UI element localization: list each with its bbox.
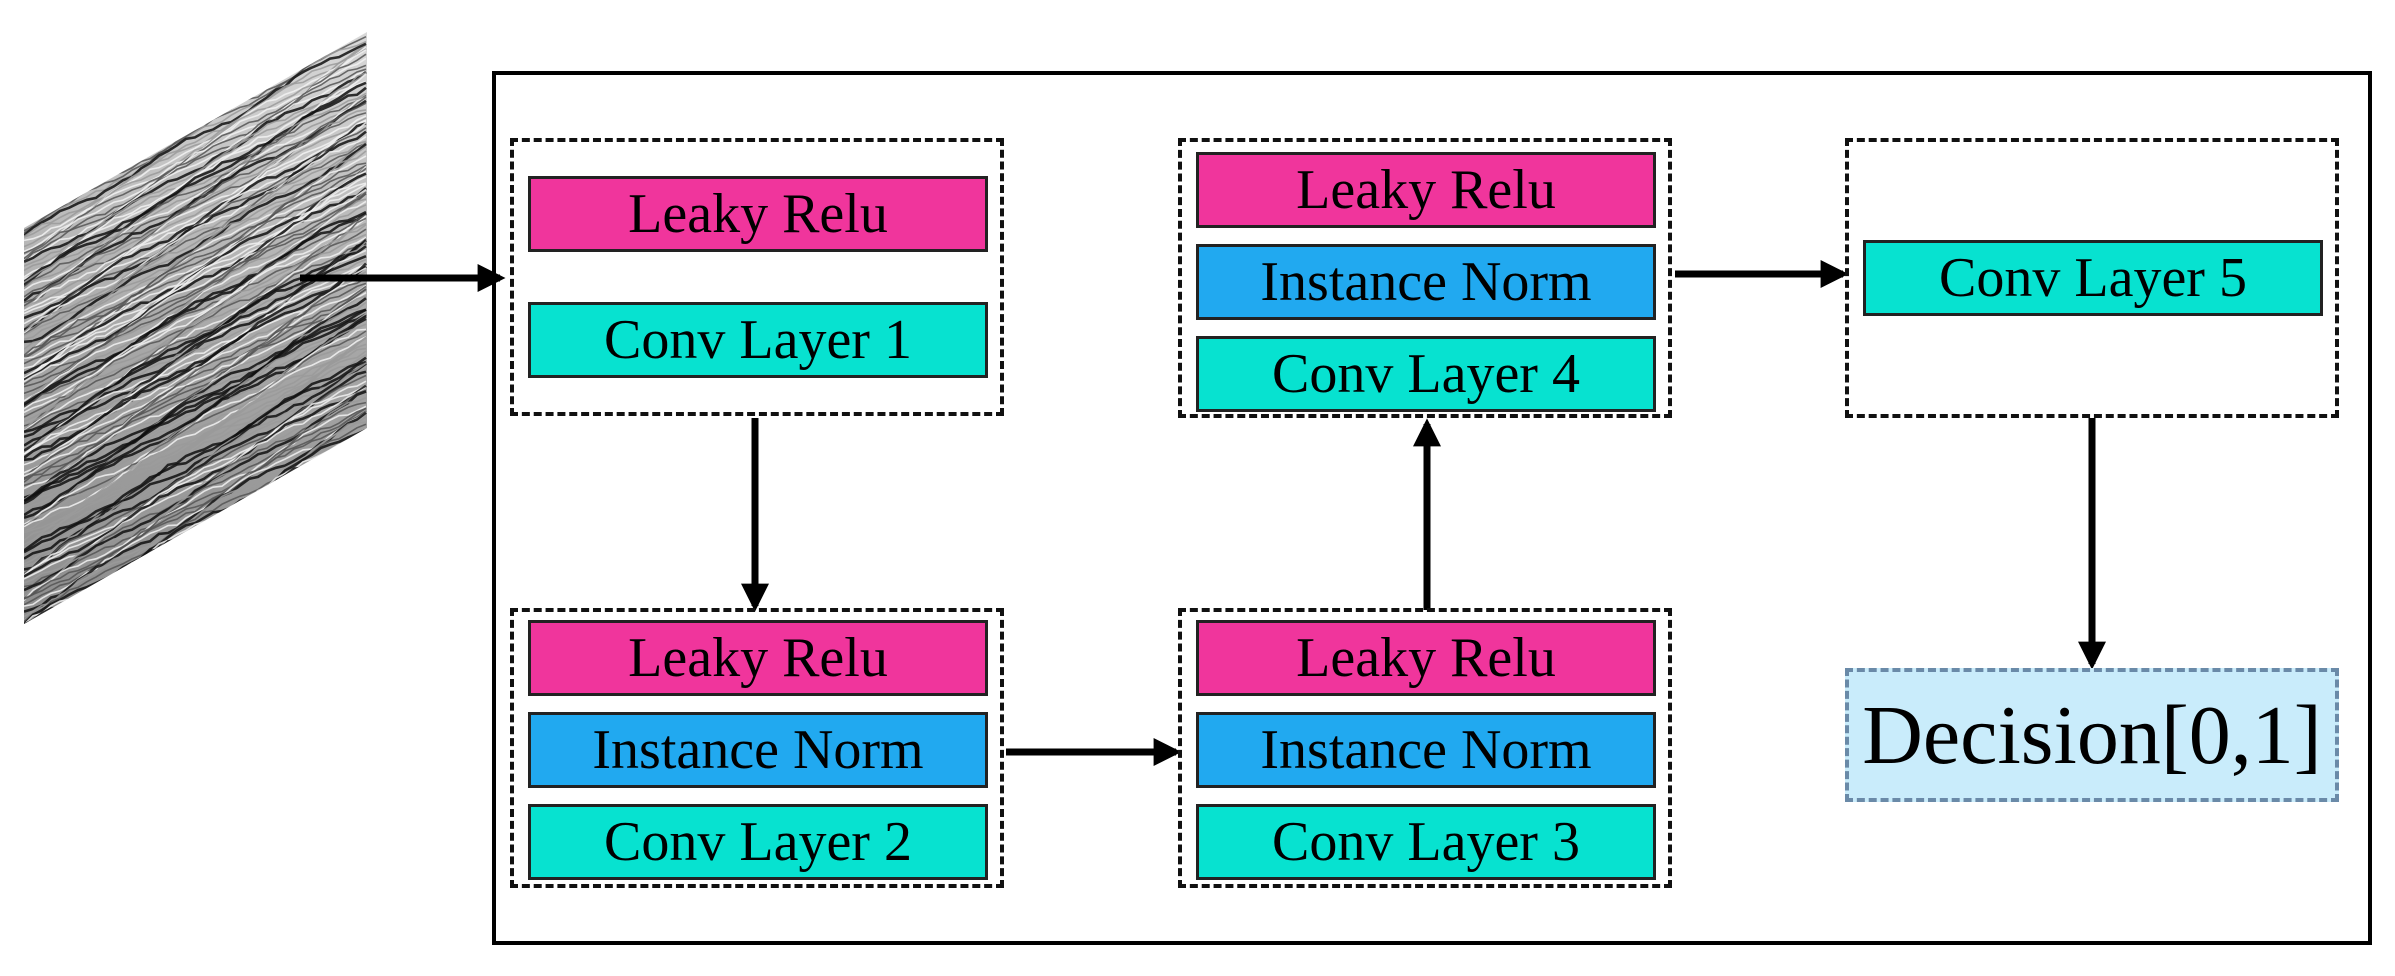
- conv-layer-2: Conv Layer 2: [528, 804, 988, 880]
- decision-output: Decision[0,1]: [1845, 668, 2339, 802]
- block-1: Leaky Relu Conv Layer 1: [510, 138, 1004, 416]
- block-2: Leaky Relu Instance Norm Conv Layer 2: [510, 608, 1004, 888]
- instance-norm-4: Instance Norm: [1196, 244, 1656, 320]
- seismic-input-image: [24, 32, 367, 624]
- leaky-relu-2: Leaky Relu: [528, 620, 988, 696]
- conv-layer-3: Conv Layer 3: [1196, 804, 1656, 880]
- leaky-relu-4: Leaky Relu: [1196, 152, 1656, 228]
- discriminator-frame: [492, 71, 2372, 945]
- instance-norm-2: Instance Norm: [528, 712, 988, 788]
- flow-arrows: [300, 260, 2106, 766]
- block-5: Conv Layer 5: [1845, 138, 2339, 418]
- leaky-relu-3: Leaky Relu: [1196, 620, 1656, 696]
- block-4: Leaky Relu Instance Norm Conv Layer 4: [1178, 138, 1672, 418]
- conv-layer-4: Conv Layer 4: [1196, 336, 1656, 412]
- conv-layer-1: Conv Layer 1: [528, 302, 988, 378]
- instance-norm-3: Instance Norm: [1196, 712, 1656, 788]
- leaky-relu-1: Leaky Relu: [528, 176, 988, 252]
- conv-layer-5: Conv Layer 5: [1863, 240, 2323, 316]
- block-3: Leaky Relu Instance Norm Conv Layer 3: [1178, 608, 1672, 888]
